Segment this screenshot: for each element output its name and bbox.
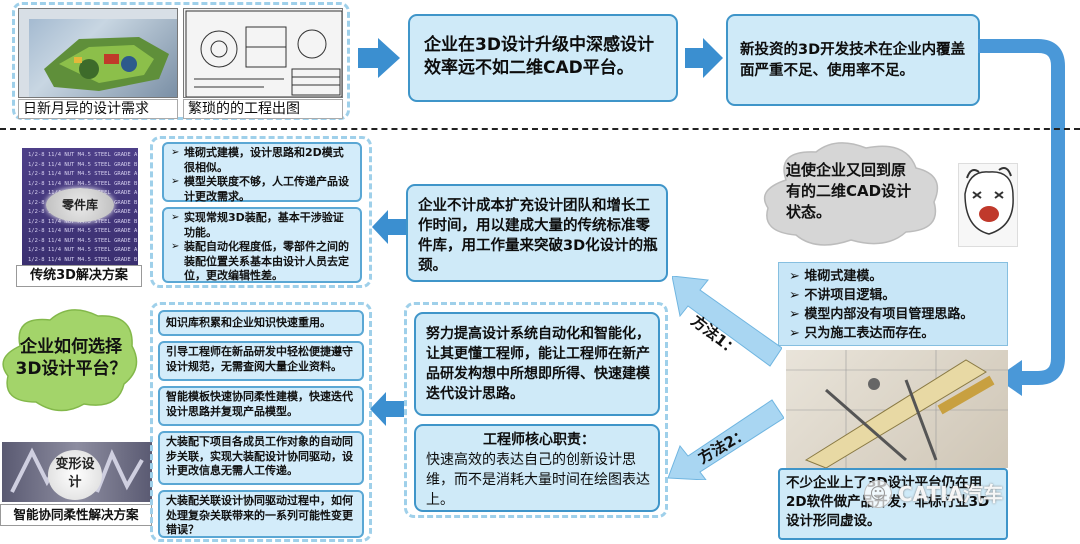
cad-model-image [18,8,178,98]
flow-connector-arrow [978,39,1065,396]
problem-bullet: ➢ 堆砌式建模。 [789,269,883,284]
library-row: 1/2-8 11/4 NUT M4.5 STEEL GRADE A HEX [28,152,138,158]
method1-arrow [672,276,782,367]
method2-arrow [668,399,784,480]
problem-bullet: ➢ 只为施工表达而存在。 [789,326,935,341]
question-text: 企业如何选择3D设计平台？ [15,337,127,379]
box-expand-team: 企业不计成本扩充设计团队和增长工作时间，用以建成大量的传统标准零件库，用工作量来… [406,184,668,282]
parts-library-image: 1/2-8 11/4 NUT M4.5 STEEL GRADE A HEX 1/… [22,148,138,266]
arrow-right-icon [358,38,400,78]
box-2d-still-used: 不少企业上了3D设计平台仍在用2D软件做产品开发，非标行业3D设计形同虚设。 [778,468,1008,540]
traditional-3d-group [150,136,372,288]
parts-library-badge [46,188,114,222]
watermark-text: CATIA汽车 [898,482,1004,506]
thought-cloud [763,142,939,246]
box-efficiency: 企业在3D设计升级中深感设计效率远不如二维CAD平台。 [408,14,678,102]
problem-text: 堆砌式建模。 [804,269,883,284]
feature-item: 模型关联度不够，人工传递产品设计更改需求。 [171,175,354,204]
watermark-logo: ☺ [864,480,892,508]
problem-text: 模型内部没有项目管理思路。 [804,307,974,322]
section-divider [0,128,1080,130]
cloud-text: 迫使企业又回到原有的二维CAD设计状态。 [786,161,912,221]
library-row: 1/2-8 11/4 NUT M4.5 STEEL GRADE B HEX [28,180,138,187]
solution-item: 大装配下项目各成员工作对象的自动同步关联，实现大装配设计协同驱动，设计更改信息无… [158,431,364,485]
engineer-duty-card: 工程师核心职责： 快速高效的表达自己的创新设计思维，而不是消耗大量时间在绘图表达… [414,424,660,512]
drafting-tools-image [786,350,1008,468]
arrow-left-icon [372,210,406,244]
smart-solution-caption: 智能协同柔性解决方案 [0,504,152,526]
library-row: 1/2-8 11/4 NUT M4.5 STEEL GRADE B HEX [28,161,138,168]
problem-bullet: ➢ 不讲项目逻辑。 [789,288,896,303]
arrow-right-icon [685,38,723,78]
feature-item: 堆砌式建模，设计思路和2D模式很相似。 [171,146,354,175]
deform-design-label: 变形设计 [55,457,95,490]
library-row: 1/2-8 11/4 NUT M4.5 STEEL GRADE A HEX [28,228,138,234]
engineering-drawing-image [183,8,343,98]
feature-item: 实现常规3D装配，基本干涉验证功能。 [171,211,354,240]
box-investment: 新投资的3D开发技术在企业内覆盖面严重不足、使用率不足。 [726,14,980,106]
library-row: 1/2-8 11/4 NUT M4.5 STEEL GRADE A HEX [28,247,138,253]
solution-item: 引导工程师在新品研发中轻松便捷遵守设计规范，无需查阅大量企业资料。 [158,341,364,381]
problem-text: 只为施工表达而存在。 [804,326,935,341]
caption-design-demand: 日新月异的设计需求 [18,99,178,119]
box-automation: 努力提高设计系统自动化和智能化，让其更懂工程师，能让工程师在新产品研发构想中所想… [414,312,660,416]
top-image-frame [12,2,350,120]
library-row: 1/2-8 11/4 NUT M4.5 STEEL GRADE A HEX [28,171,138,177]
deform-design-badge [48,450,102,500]
question-cloud [2,309,138,412]
traditional-3d-caption: 传统3D解决方案 [16,265,142,287]
problem-bullet-panel: ➢ 堆砌式建模。 ➢ 不讲项目逻辑。 ➢ 模型内部没有项目管理思路。 ➢ 只为施… [778,262,1008,346]
parts-library-label: 零件库 [61,198,98,212]
library-row: 1/2-8 11/4 NUT M4.5 STEEL GRADE B HEX [28,256,138,263]
problem-text: 不讲项目逻辑。 [804,288,896,303]
caption-engineering-drawing: 繁琐的的工程出图 [183,99,343,119]
duty-title: 工程师核心职责： [483,432,595,448]
traditional-feature-card-1: 堆砌式建模，设计思路和2D模式很相似。 模型关联度不够，人工传递产品设计更改需求… [162,142,362,204]
feature-item: 装配自动化程度低，零部件之间的装配位置关系基本由设计人员去定位，更改编辑性差。 [171,240,354,284]
problem-bullet: ➢ 模型内部没有项目管理思路。 [789,307,974,322]
solution-item: 智能模板快速协同柔性建模，快速迭代设计思路并复现产品模型。 [158,386,364,426]
solution-item: 大装配关联设计协同驱动过程中，如何处理复杂关联带来的一系列可能性变更错误？ [158,490,364,538]
smart-solution-group [150,302,372,542]
engineer-focus-group [404,302,668,518]
stressed-face-image [958,163,1018,247]
duty-text: 快速高效的表达自己的创新设计思维，而不是消耗大量时间在绘图表达上。 [426,452,650,508]
solution-item: 知识库积累和企业知识快速重用。 [158,310,364,336]
library-row: 1/2-8 11/4 NUT M4.5 STEEL GRADE B HEX [28,237,138,244]
traditional-feature-card-2: 实现常规3D装配，基本干涉验证功能。 装配自动化程度低，零部件之间的装配位置关系… [162,207,362,283]
arrow-left-icon [370,392,404,426]
